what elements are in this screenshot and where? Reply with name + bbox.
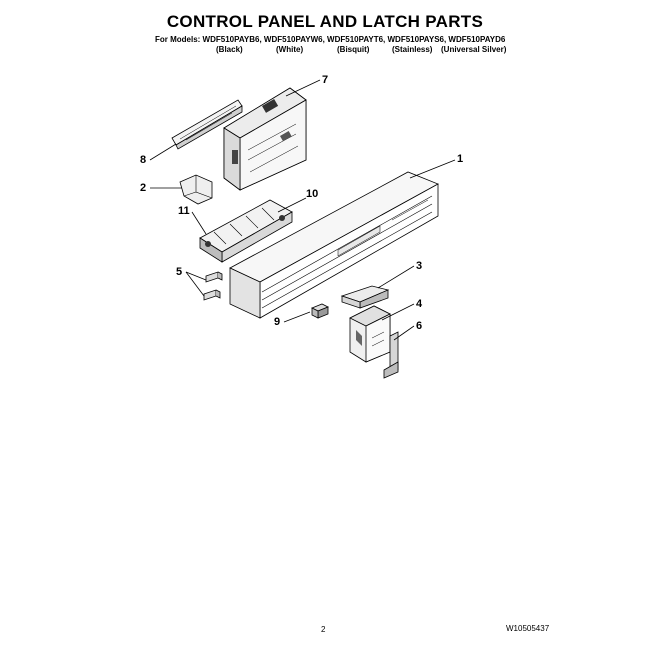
callout-2: 2 (140, 182, 146, 194)
color-white: (White) (276, 45, 304, 54)
part-8-bracket-strip (171, 99, 243, 150)
color-universal-silver: (Universal Silver) (441, 45, 507, 54)
color-stainless: (Stainless) (392, 45, 433, 54)
part-6-actuator (383, 331, 399, 379)
callout-4: 4 (416, 298, 423, 310)
part-2-bracket (179, 174, 213, 205)
callout-3: 3 (416, 260, 422, 272)
callout-10: 10 (306, 188, 318, 200)
callout-11: 11 (178, 205, 190, 217)
leader-lines (149, 79, 456, 341)
callout-9: 9 (274, 316, 280, 328)
part-10-11-harness (199, 199, 293, 263)
callout-1: 1 (457, 153, 463, 165)
part-9-switch (311, 303, 329, 319)
callout-7: 7 (322, 74, 328, 86)
color-bisquit: (Bisquit) (337, 45, 370, 54)
part-4-latch-assembly (349, 305, 391, 363)
page-number: 2 (321, 625, 326, 634)
part-1-control-panel (229, 171, 439, 319)
part-3-latch-handle (340, 285, 390, 309)
color-black: (Black) (216, 45, 243, 54)
part-5-screws (203, 271, 223, 301)
part-7-control-board (223, 87, 307, 191)
models-line: For Models: WDF510PAYB6, WDF510PAYW6, WD… (155, 35, 506, 44)
callout-8: 8 (140, 154, 146, 166)
callout-6: 6 (416, 320, 422, 332)
page-title: CONTROL PANEL AND LATCH PARTS (166, 12, 484, 31)
document-number: W10505437 (506, 624, 550, 633)
callout-5: 5 (176, 266, 182, 278)
